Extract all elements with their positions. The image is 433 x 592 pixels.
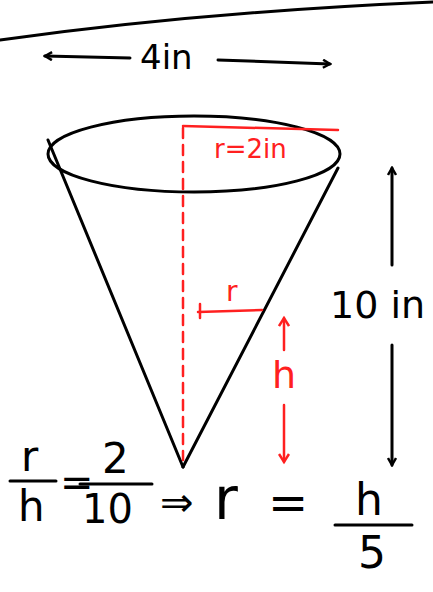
height-arrow [391, 168, 394, 265]
variable: h [272, 356, 296, 394]
width-arrow [218, 60, 330, 64]
equation-term: r [21, 436, 38, 478]
equation-term: 2 [102, 438, 129, 480]
equation-term: h [18, 486, 45, 528]
equation-term: r [214, 470, 238, 528]
h-arrow [283, 318, 286, 350]
radius-line [183, 126, 338, 130]
dimension: r=2in [214, 136, 287, 162]
height-arrow [391, 345, 394, 465]
cone-side [48, 140, 183, 467]
dimension: 10 in [330, 286, 425, 324]
equation-term: ⇒ [160, 482, 194, 522]
dimension: 4in [140, 40, 193, 74]
fraction-bar [335, 524, 412, 527]
fraction-bar [10, 480, 56, 483]
radius-tick [199, 304, 202, 318]
top-rule [0, 2, 433, 40]
axis-dashed [182, 128, 185, 460]
equation-term: h [355, 478, 383, 522]
equation-term: = [268, 478, 308, 526]
variable: r [226, 278, 238, 306]
cone-side [183, 168, 338, 467]
width-arrow [45, 56, 130, 58]
equation-term: 5 [358, 531, 386, 575]
radius-line [198, 310, 262, 312]
equation-term: 10 [82, 489, 133, 529]
h-arrow [283, 405, 286, 462]
cone-rim [48, 116, 340, 192]
